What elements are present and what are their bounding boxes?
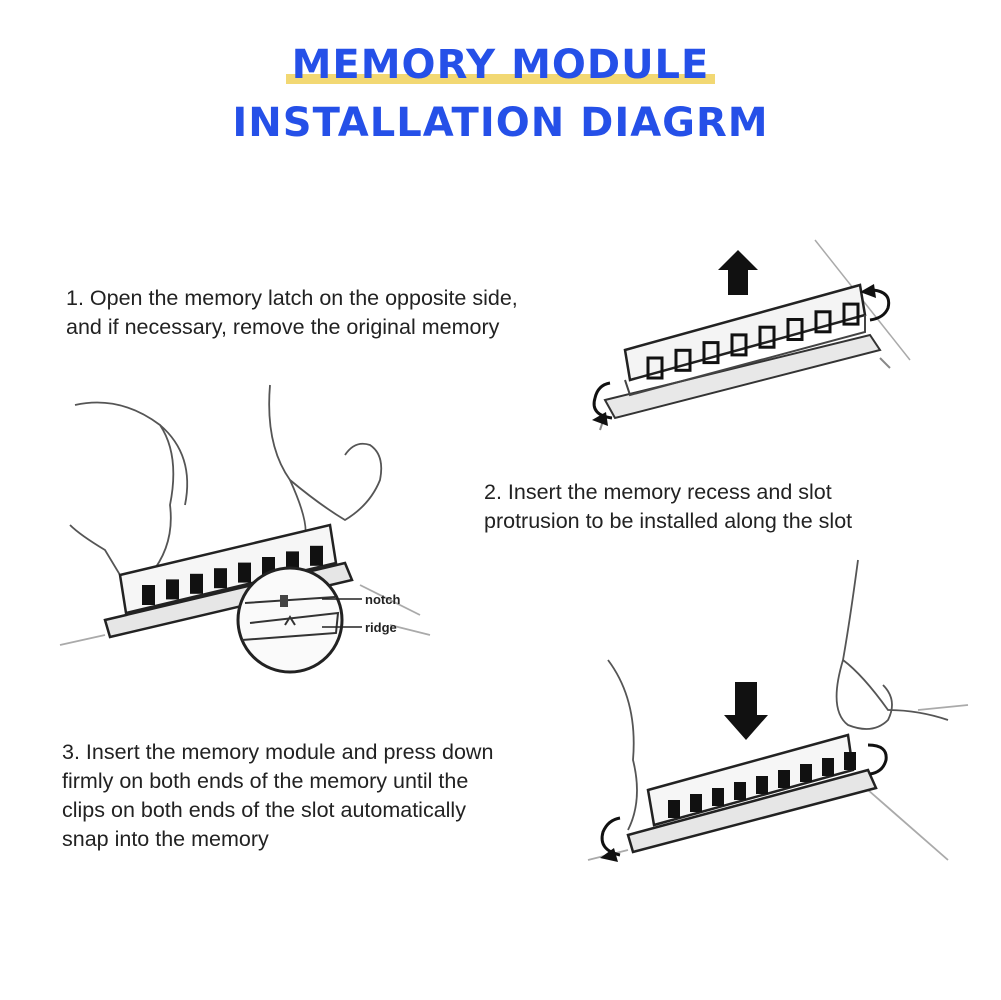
figure-press-down <box>587 559 969 862</box>
memory-chip <box>814 310 832 334</box>
memory-chip <box>730 333 748 357</box>
memory-chip <box>786 318 804 341</box>
step-2-text: 2. Insert the memory recess and slot pro… <box>484 480 853 533</box>
memory-chip <box>758 325 776 349</box>
title-line-2: INSTALLATION DIAGRM <box>232 100 769 146</box>
memory-chip <box>166 579 179 600</box>
memory-chip <box>668 800 680 818</box>
memory-chip <box>734 782 746 800</box>
down-arrow-icon <box>724 682 768 740</box>
memory-chip <box>756 776 768 794</box>
figure-remove-module <box>592 239 911 431</box>
memory-chip <box>800 764 812 782</box>
memory-chip <box>310 545 323 566</box>
figure-align-notch: notch ridge <box>59 384 431 674</box>
memory-chip <box>674 348 692 372</box>
up-arrow-icon <box>718 250 758 295</box>
step-1-text: 1. Open the memory latch on the opposite… <box>66 286 518 339</box>
memory-chip <box>702 341 720 365</box>
memory-chip <box>842 302 860 326</box>
title-line-1-text: MEMORY MODULE <box>285 42 716 88</box>
memory-chip <box>286 551 299 572</box>
memory-chip <box>822 758 834 776</box>
title-line-1: MEMORY MODULE <box>0 42 1001 88</box>
memory-chip <box>214 568 227 589</box>
step-3-text: 3. Insert the memory module and press do… <box>62 740 494 851</box>
memory-chip <box>190 573 203 594</box>
memory-chip <box>844 752 856 770</box>
memory-chip <box>646 356 664 380</box>
notch-label: notch <box>365 592 400 607</box>
memory-chip <box>778 770 790 788</box>
ridge-label: ridge <box>365 620 397 635</box>
memory-chip <box>690 794 702 812</box>
memory-chip <box>142 585 155 605</box>
memory-chip <box>238 562 251 583</box>
memory-chip <box>712 788 724 806</box>
